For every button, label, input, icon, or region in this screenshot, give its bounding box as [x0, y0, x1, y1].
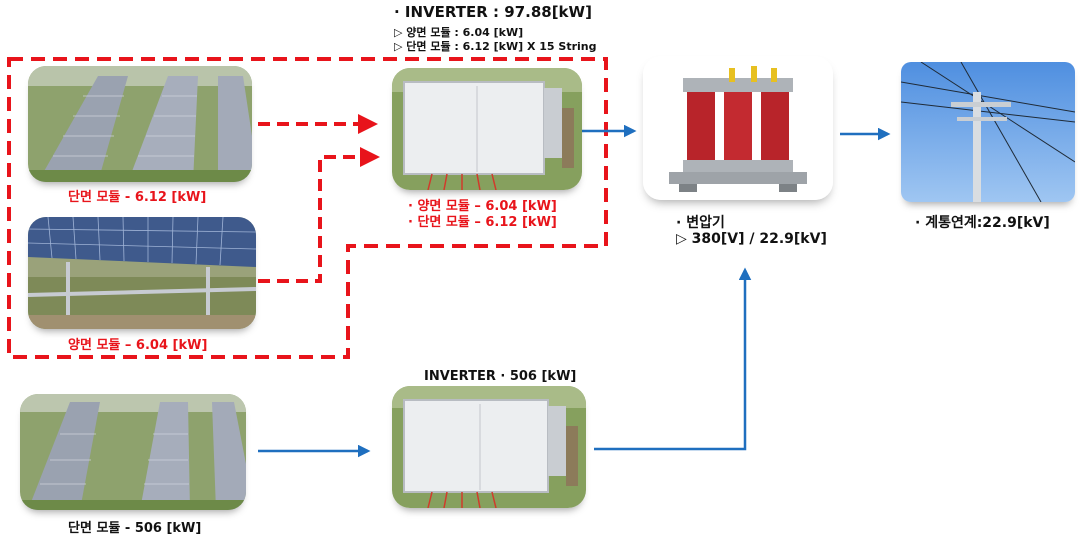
grid-photo	[901, 62, 1075, 202]
transformer-line2: ▷ 380[V] / 22.9[kV]	[676, 231, 827, 247]
inverter-group-line1: ▷ 양면 모듈 : 6.04 [kW]	[394, 26, 524, 39]
bifacial-module-photo	[28, 217, 256, 329]
inverter-photo-top	[392, 68, 582, 190]
dashed-group-boundary	[7, 57, 608, 359]
inverter-bottom-label: INVERTER · 506 [kW]	[424, 369, 577, 384]
transformer-photo	[643, 56, 833, 200]
grid-label: · 계통연계:22.9[kV]	[915, 215, 1050, 231]
mono-module-label-bottom: 단면 모듈 - 506 [kW]	[68, 521, 202, 536]
inverter-group-line2: ▷ 단면 모듈 : 6.12 [kW] X 15 String	[394, 40, 597, 53]
inverter-top-line2: · 단면 모듈 – 6.12 [kW]	[408, 215, 557, 230]
mono-module-photo-bottom	[20, 394, 246, 510]
red-arrow-bifacial-to-inverter	[258, 147, 380, 283]
blue-arrow-inverter-bottom-to-transformer	[594, 267, 752, 451]
mono-module-label-top: 단면 모듈 - 6.12 [kW]	[68, 190, 207, 205]
inverter-photo-bottom	[392, 386, 586, 508]
inverter-top-line1: · 양면 모듈 – 6.04 [kW]	[408, 199, 557, 214]
inverter-group-title: · INVERTER : 97.88[kW]	[394, 3, 592, 21]
transformer-line1: · 변압기	[676, 215, 725, 231]
bifacial-module-label: 양면 모듈 – 6.04 [kW]	[68, 338, 208, 353]
mono-module-photo-top	[28, 66, 252, 182]
